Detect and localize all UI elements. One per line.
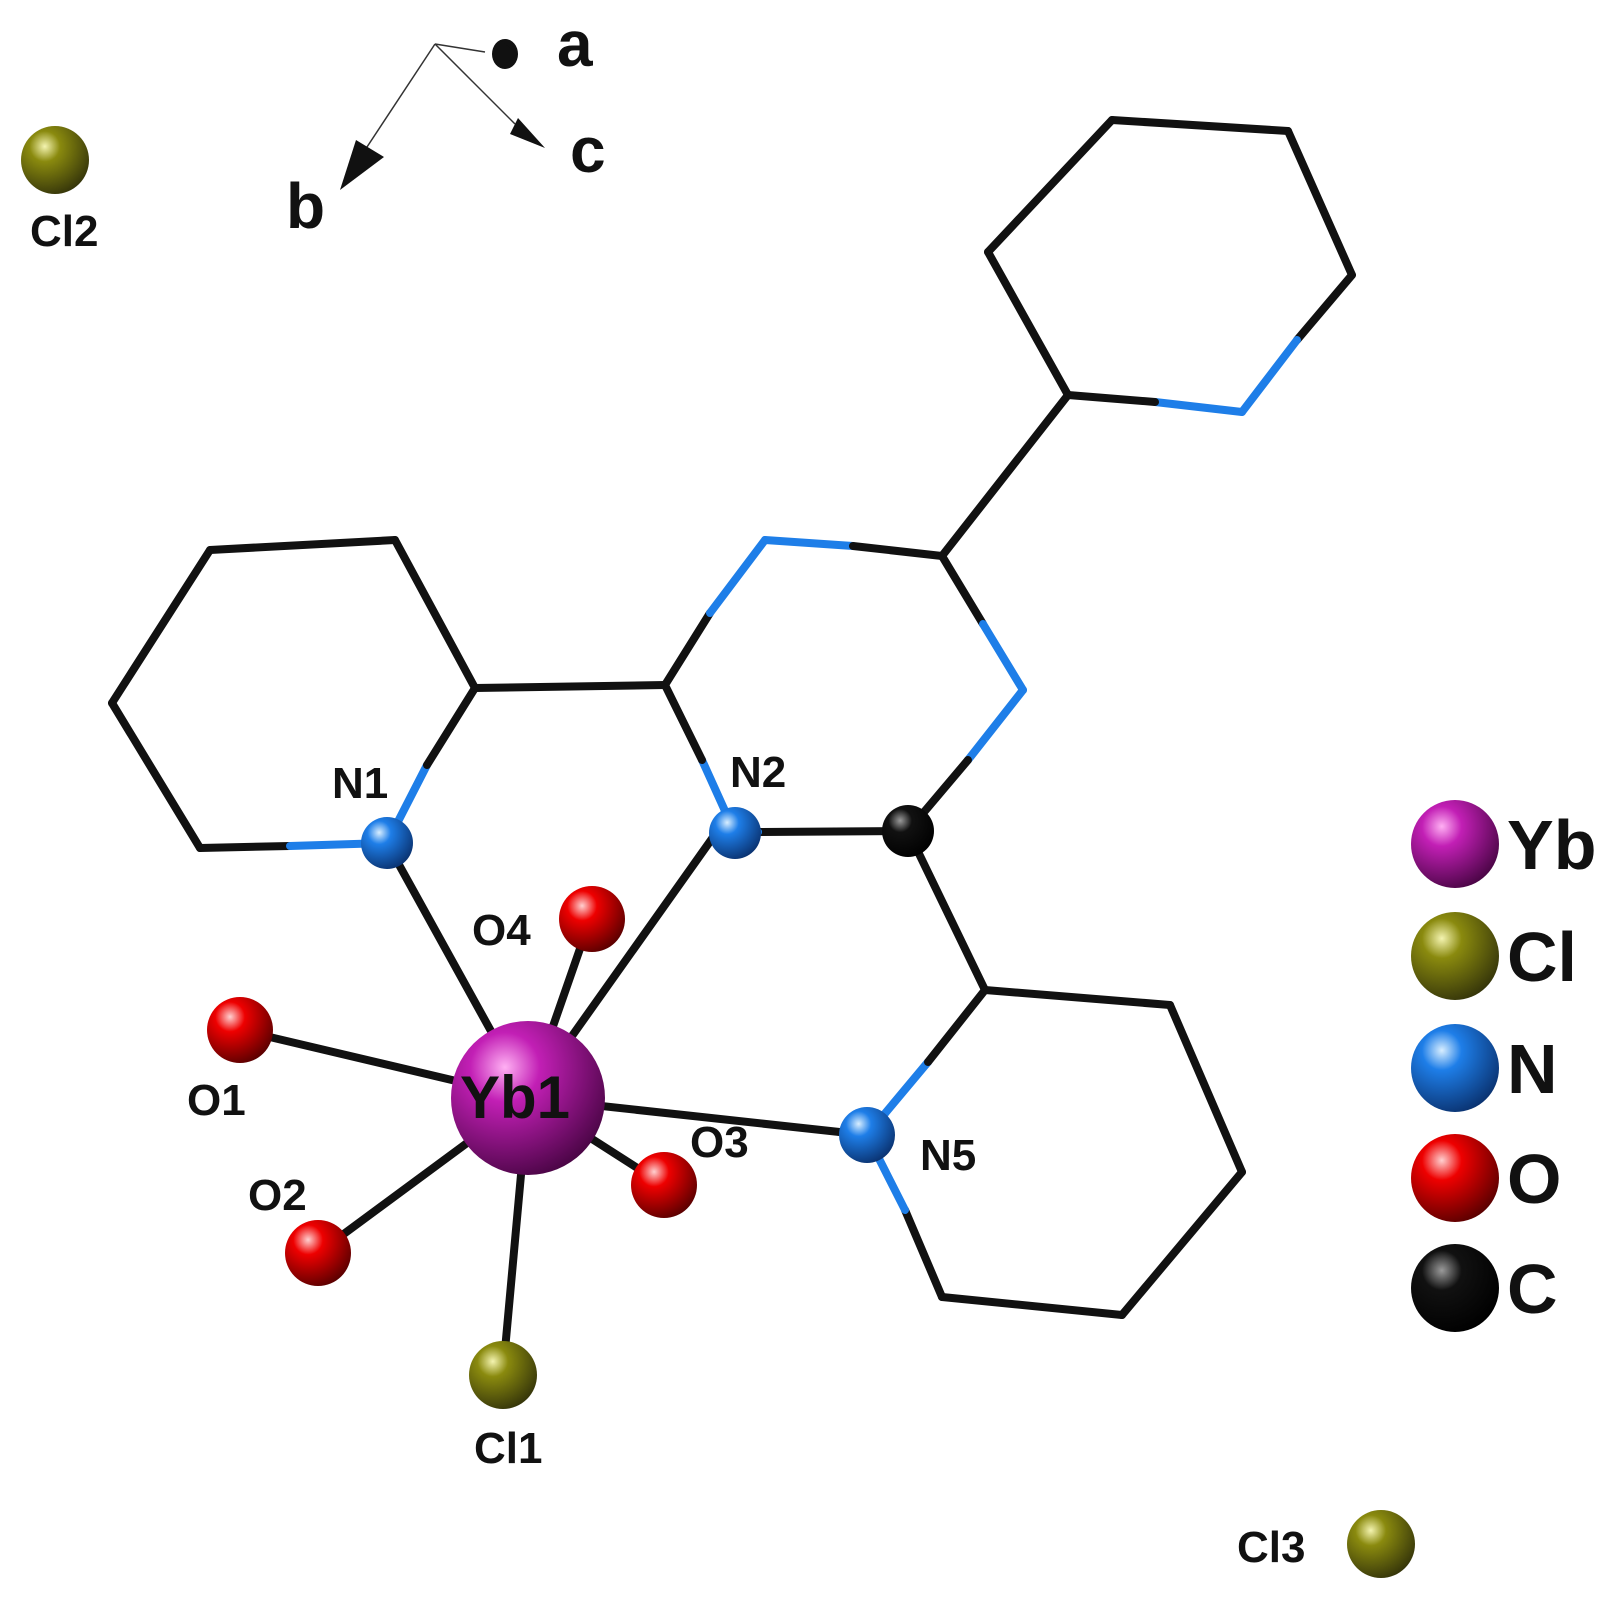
- atom-cl3: [1347, 1510, 1415, 1578]
- atom-n1: [361, 817, 413, 869]
- axis-label-b: b: [286, 170, 325, 242]
- label-cl3: Cl3: [1237, 1523, 1305, 1572]
- axis-c-arrow: [510, 118, 545, 148]
- atom-o3: [631, 1152, 697, 1218]
- atom-n2: [709, 807, 761, 859]
- label-n1: N1: [332, 759, 388, 808]
- legend-label-n: N: [1507, 1030, 1558, 1108]
- legend: Yb Cl N O C: [1411, 800, 1596, 1332]
- legend-label-c: C: [1507, 1250, 1558, 1328]
- label-o2: O2: [248, 1171, 307, 1220]
- legend-label-o: O: [1507, 1140, 1561, 1218]
- axis-b-arrow: [340, 140, 384, 190]
- label-n5: N5: [920, 1131, 976, 1180]
- atom-labels: Yb1 N1 N2 N5 O4 O1 O2 O3 Cl1 Cl2 Cl3: [30, 207, 1305, 1572]
- atom-o4: [559, 886, 625, 952]
- label-cl2: Cl2: [30, 207, 98, 256]
- axis-label-a: a: [557, 8, 593, 80]
- legend-swatch-c: [1411, 1244, 1499, 1332]
- atom-n5: [839, 1107, 895, 1163]
- legend-swatch-n: [1411, 1024, 1499, 1112]
- axis-label-c: c: [570, 114, 606, 186]
- axis-a-arrow: [500, 40, 518, 68]
- atom-yb1: [451, 1021, 605, 1175]
- atom-cl2: [21, 126, 89, 194]
- legend-swatch-o: [1411, 1134, 1499, 1222]
- atom-o1: [207, 997, 273, 1063]
- label-o3: O3: [690, 1118, 749, 1167]
- atom-cl1: [469, 1341, 537, 1409]
- label-o1: O1: [187, 1076, 246, 1125]
- legend-label-yb: Yb: [1507, 806, 1596, 884]
- legend-label-cl: Cl: [1507, 918, 1577, 996]
- label-yb1: Yb1: [460, 1064, 570, 1131]
- atom-o2: [285, 1220, 351, 1286]
- legend-swatch-yb: [1411, 800, 1499, 888]
- legend-swatch-cl: [1411, 912, 1499, 1000]
- label-o4: O4: [472, 906, 531, 955]
- atom-c: [882, 805, 934, 857]
- atoms: [21, 126, 1415, 1578]
- label-cl1: Cl1: [474, 1424, 542, 1473]
- axis-indicator: a b c: [286, 8, 606, 242]
- label-n2: N2: [730, 748, 786, 797]
